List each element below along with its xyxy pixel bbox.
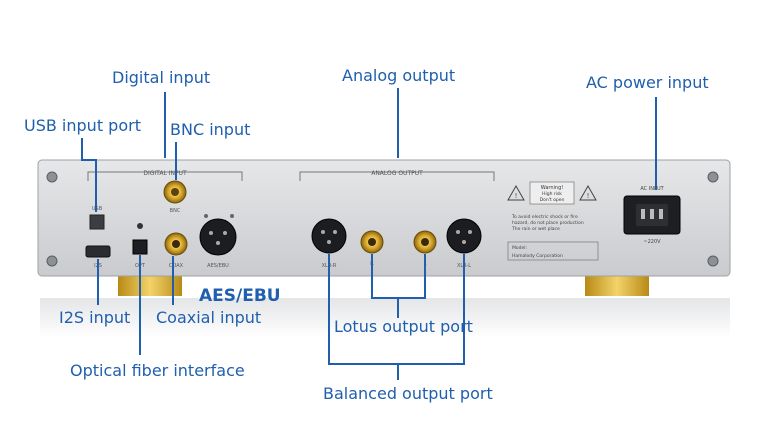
usb-input-line [81, 138, 97, 212]
usb-input-port-callout: USB input port [24, 116, 141, 135]
screw-icon [707, 255, 719, 267]
analog-output-callout: Analog output [342, 66, 456, 85]
left-foot [118, 274, 182, 296]
lotus-output-port-callout: Lotus output port [334, 317, 473, 336]
xlr-r-connector [311, 218, 347, 254]
ac-power-input-callout: AC power input [586, 73, 709, 92]
analog-section-bracket [299, 171, 495, 181]
warning-text-1: To avoid electric shock or fire [511, 214, 578, 220]
voltage-label: ~220V [643, 239, 661, 245]
digital-section-bracket [87, 171, 243, 181]
panel-reflection [40, 298, 730, 338]
warning-text-2: hazard, do not place production [512, 220, 584, 226]
warning-triangle-icon [507, 184, 525, 201]
warning-text-3: The rain or wet place [511, 226, 560, 232]
aesebu-connector [199, 218, 237, 256]
i2s-port [85, 245, 111, 258]
analog-section-title: ANALOG OUTPUT [371, 170, 423, 177]
maker-label: Hamalody Corporation [512, 253, 563, 259]
warning-line1: High risk [542, 191, 562, 197]
digital-section-title: DIGITAL INPUT [143, 170, 187, 177]
coaxial-input-callout: Coaxial input [156, 308, 262, 327]
balanced-output-port-callout: Balanced output port [323, 384, 493, 403]
screw-icon [46, 171, 58, 183]
balanced-output-line [328, 254, 465, 365]
warning-box [529, 181, 575, 205]
svg-text:!: ! [587, 192, 590, 200]
right-foot [585, 274, 649, 296]
bnc-label: BNC [170, 208, 181, 214]
screw-icon [46, 255, 58, 267]
callout-lines [81, 88, 657, 380]
i2s-input-callout: I2S input [59, 308, 131, 327]
ac-input-label: AC INPUT [640, 186, 664, 192]
coax-label: COAX [169, 263, 184, 269]
svg-text:!: ! [515, 192, 518, 200]
warning-title: Warning! [541, 185, 564, 191]
warning-triangle-icon [579, 184, 597, 201]
warning-line2: Don't open [540, 197, 565, 203]
screw-icon [707, 171, 719, 183]
aesebu-label: AES/EBU [207, 263, 229, 269]
xlr-l-connector [446, 218, 482, 254]
model-box [507, 241, 599, 261]
digital-input-callout: Digital input [112, 68, 211, 87]
usb-label: USB [92, 206, 103, 212]
usb-port [89, 214, 105, 230]
optical-fiber-interface-callout: Optical fiber interface [70, 361, 245, 380]
aes-ebu-callout: AES/EBU [199, 286, 281, 306]
bnc-input-callout: BNC input [170, 120, 251, 139]
opt-screw [137, 223, 143, 229]
model-label: Model: [512, 245, 527, 251]
optical-port [132, 239, 148, 255]
